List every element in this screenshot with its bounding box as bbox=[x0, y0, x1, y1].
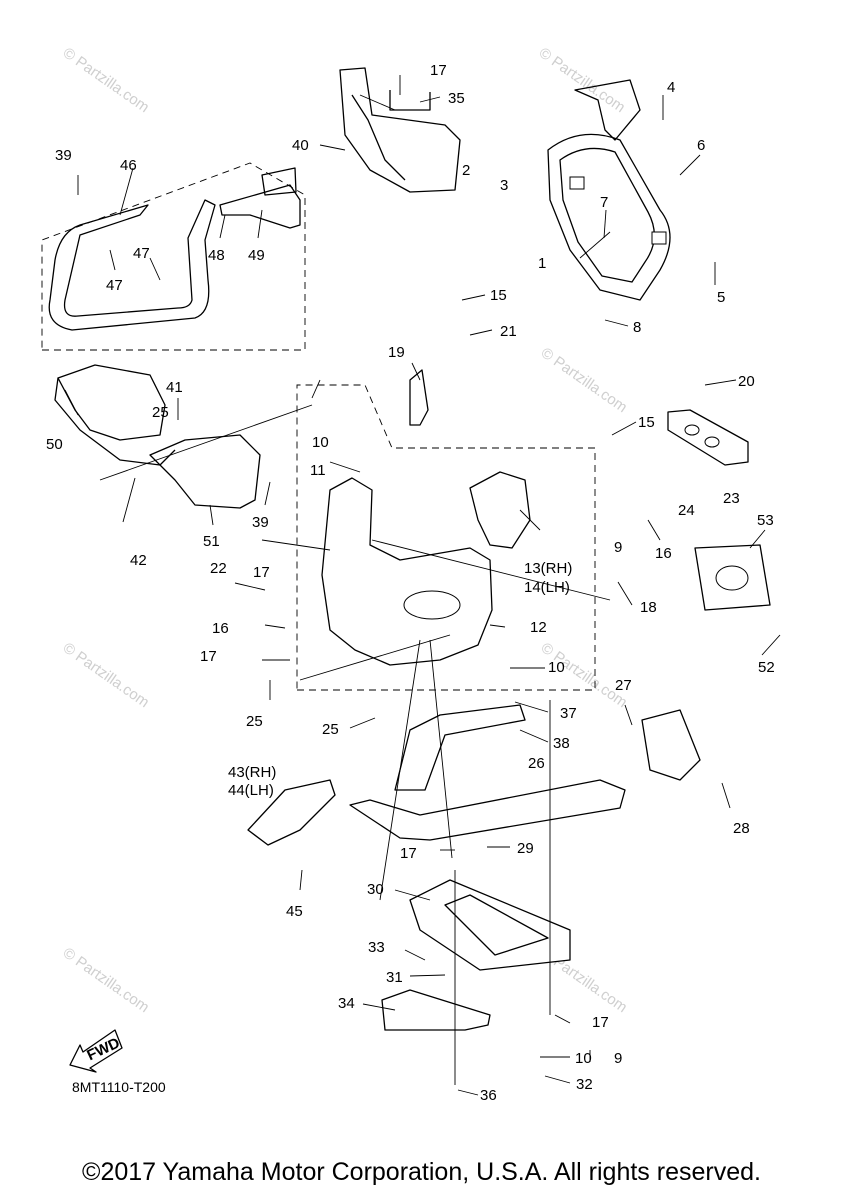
callout-19: 19 bbox=[388, 344, 405, 361]
part-53-plate bbox=[694, 544, 771, 611]
callout-35: 35 bbox=[448, 90, 465, 107]
part-9-front-panel bbox=[321, 369, 531, 666]
watermark: © Partzilla.com bbox=[60, 639, 153, 711]
callout-9-a: 9 bbox=[614, 539, 622, 556]
part-35-upper-cover bbox=[339, 67, 461, 193]
callout-50: 50 bbox=[46, 436, 63, 453]
callout-2: 2 bbox=[462, 162, 470, 179]
callout-33: 33 bbox=[368, 939, 385, 956]
callout-16-b: 16 bbox=[212, 620, 229, 637]
parts-diagram: © Partzilla.com © Partzilla.com © Partzi… bbox=[41, 44, 781, 1104]
callout-28: 28 bbox=[733, 820, 750, 837]
callout-17-e: 17 bbox=[592, 1014, 609, 1031]
callout-18: 18 bbox=[640, 599, 657, 616]
watermark: © Partzilla.com bbox=[60, 944, 153, 1016]
callout-47-a: 47 bbox=[133, 245, 150, 262]
callout-26: 26 bbox=[528, 755, 545, 772]
fwd-arrow-icon: FWD bbox=[69, 1029, 123, 1073]
callout-10-a: 10 bbox=[312, 434, 329, 451]
callout-8: 8 bbox=[633, 319, 641, 336]
part-46-bumper bbox=[48, 167, 301, 331]
callout-39-a: 39 bbox=[55, 147, 72, 164]
watermark: © Partzilla.com bbox=[60, 44, 153, 116]
callout-15-a: 15 bbox=[490, 287, 507, 304]
callout-1: 1 bbox=[538, 255, 546, 272]
part-34-plate bbox=[381, 989, 491, 1031]
group-box-9 bbox=[296, 384, 596, 691]
diagram-code: 8MT1110-T200 bbox=[72, 1079, 166, 1095]
callout-44: 44(LH) bbox=[228, 782, 274, 799]
callout-25-a: 25 bbox=[152, 404, 169, 421]
part-43-mount bbox=[247, 779, 336, 846]
callout-3: 3 bbox=[500, 177, 508, 194]
callout-17-a: 17 bbox=[430, 62, 447, 79]
callout-15-b: 15 bbox=[638, 414, 655, 431]
callout-22: 22 bbox=[210, 560, 227, 577]
callout-4: 4 bbox=[667, 79, 675, 96]
callout-42: 42 bbox=[130, 552, 147, 569]
copyright-notice: ©2017 Yamaha Motor Corporation, U.S.A. A… bbox=[82, 1158, 761, 1186]
callout-17-c: 17 bbox=[200, 648, 217, 665]
callout-5-6: 6 bbox=[697, 137, 705, 154]
watermark: © Partzilla.com bbox=[536, 44, 629, 116]
part-23-bracket bbox=[667, 409, 749, 466]
part-50-front-guard bbox=[54, 364, 261, 509]
callout-23: 23 bbox=[723, 490, 740, 507]
watermark: © Partzilla.com bbox=[538, 344, 631, 416]
callout-53: 53 bbox=[757, 512, 774, 529]
callout-37: 37 bbox=[560, 705, 577, 722]
callout-10-b: 10 bbox=[548, 659, 565, 676]
part-1-front-frame bbox=[547, 79, 671, 301]
callout-40: 40 bbox=[292, 137, 309, 154]
leader-lines bbox=[64, 75, 781, 1096]
callout-17-b: 17 bbox=[253, 564, 270, 581]
callout-46: 46 bbox=[120, 157, 137, 174]
callout-51: 51 bbox=[203, 533, 220, 550]
callout-24: 24 bbox=[678, 502, 695, 519]
callout-38: 38 bbox=[553, 735, 570, 752]
callout-52: 52 bbox=[758, 659, 775, 676]
callout-5: 5 bbox=[717, 289, 725, 306]
callout-16-a: 16 bbox=[655, 545, 672, 562]
callout-21: 21 bbox=[500, 323, 517, 340]
callout-30: 30 bbox=[367, 881, 384, 898]
callout-14: 14(LH) bbox=[524, 579, 570, 596]
callout-34: 34 bbox=[338, 995, 355, 1012]
callout-13: 13(RH) bbox=[524, 560, 572, 577]
callout-41: 41 bbox=[166, 379, 183, 396]
callout-36: 36 bbox=[480, 1087, 497, 1104]
callout-25-b: 25 bbox=[246, 713, 263, 730]
callout-32: 32 bbox=[576, 1076, 593, 1093]
callout-27: 27 bbox=[615, 677, 632, 694]
callout-9-b: 9 bbox=[614, 1050, 622, 1067]
callout-7: 7 bbox=[600, 194, 608, 211]
callout-20: 20 bbox=[738, 373, 755, 390]
callout-29: 29 bbox=[517, 840, 534, 857]
part-30-skid-plate bbox=[409, 879, 571, 971]
callout-39-b: 39 bbox=[252, 514, 269, 531]
callout-49: 49 bbox=[248, 247, 265, 264]
callout-12: 12 bbox=[530, 619, 547, 636]
callout-43: 43(RH) bbox=[228, 764, 276, 781]
callout-11: 11 bbox=[310, 462, 326, 479]
callout-17-d: 17 bbox=[400, 845, 417, 862]
callouts: 1 2 3 4 6 5 7 8 9 9 10 10 10 11 12 13(RH… bbox=[46, 62, 775, 1104]
callout-48: 48 bbox=[208, 247, 225, 264]
part-26-lower-frame bbox=[349, 704, 701, 841]
callout-45: 45 bbox=[286, 903, 303, 920]
callout-47-b: 47 bbox=[106, 277, 123, 294]
callout-31: 31 bbox=[386, 969, 403, 986]
callout-10-c: 10 bbox=[575, 1050, 592, 1067]
group-box-46 bbox=[41, 162, 306, 351]
callout-25-c: 25 bbox=[322, 721, 339, 738]
